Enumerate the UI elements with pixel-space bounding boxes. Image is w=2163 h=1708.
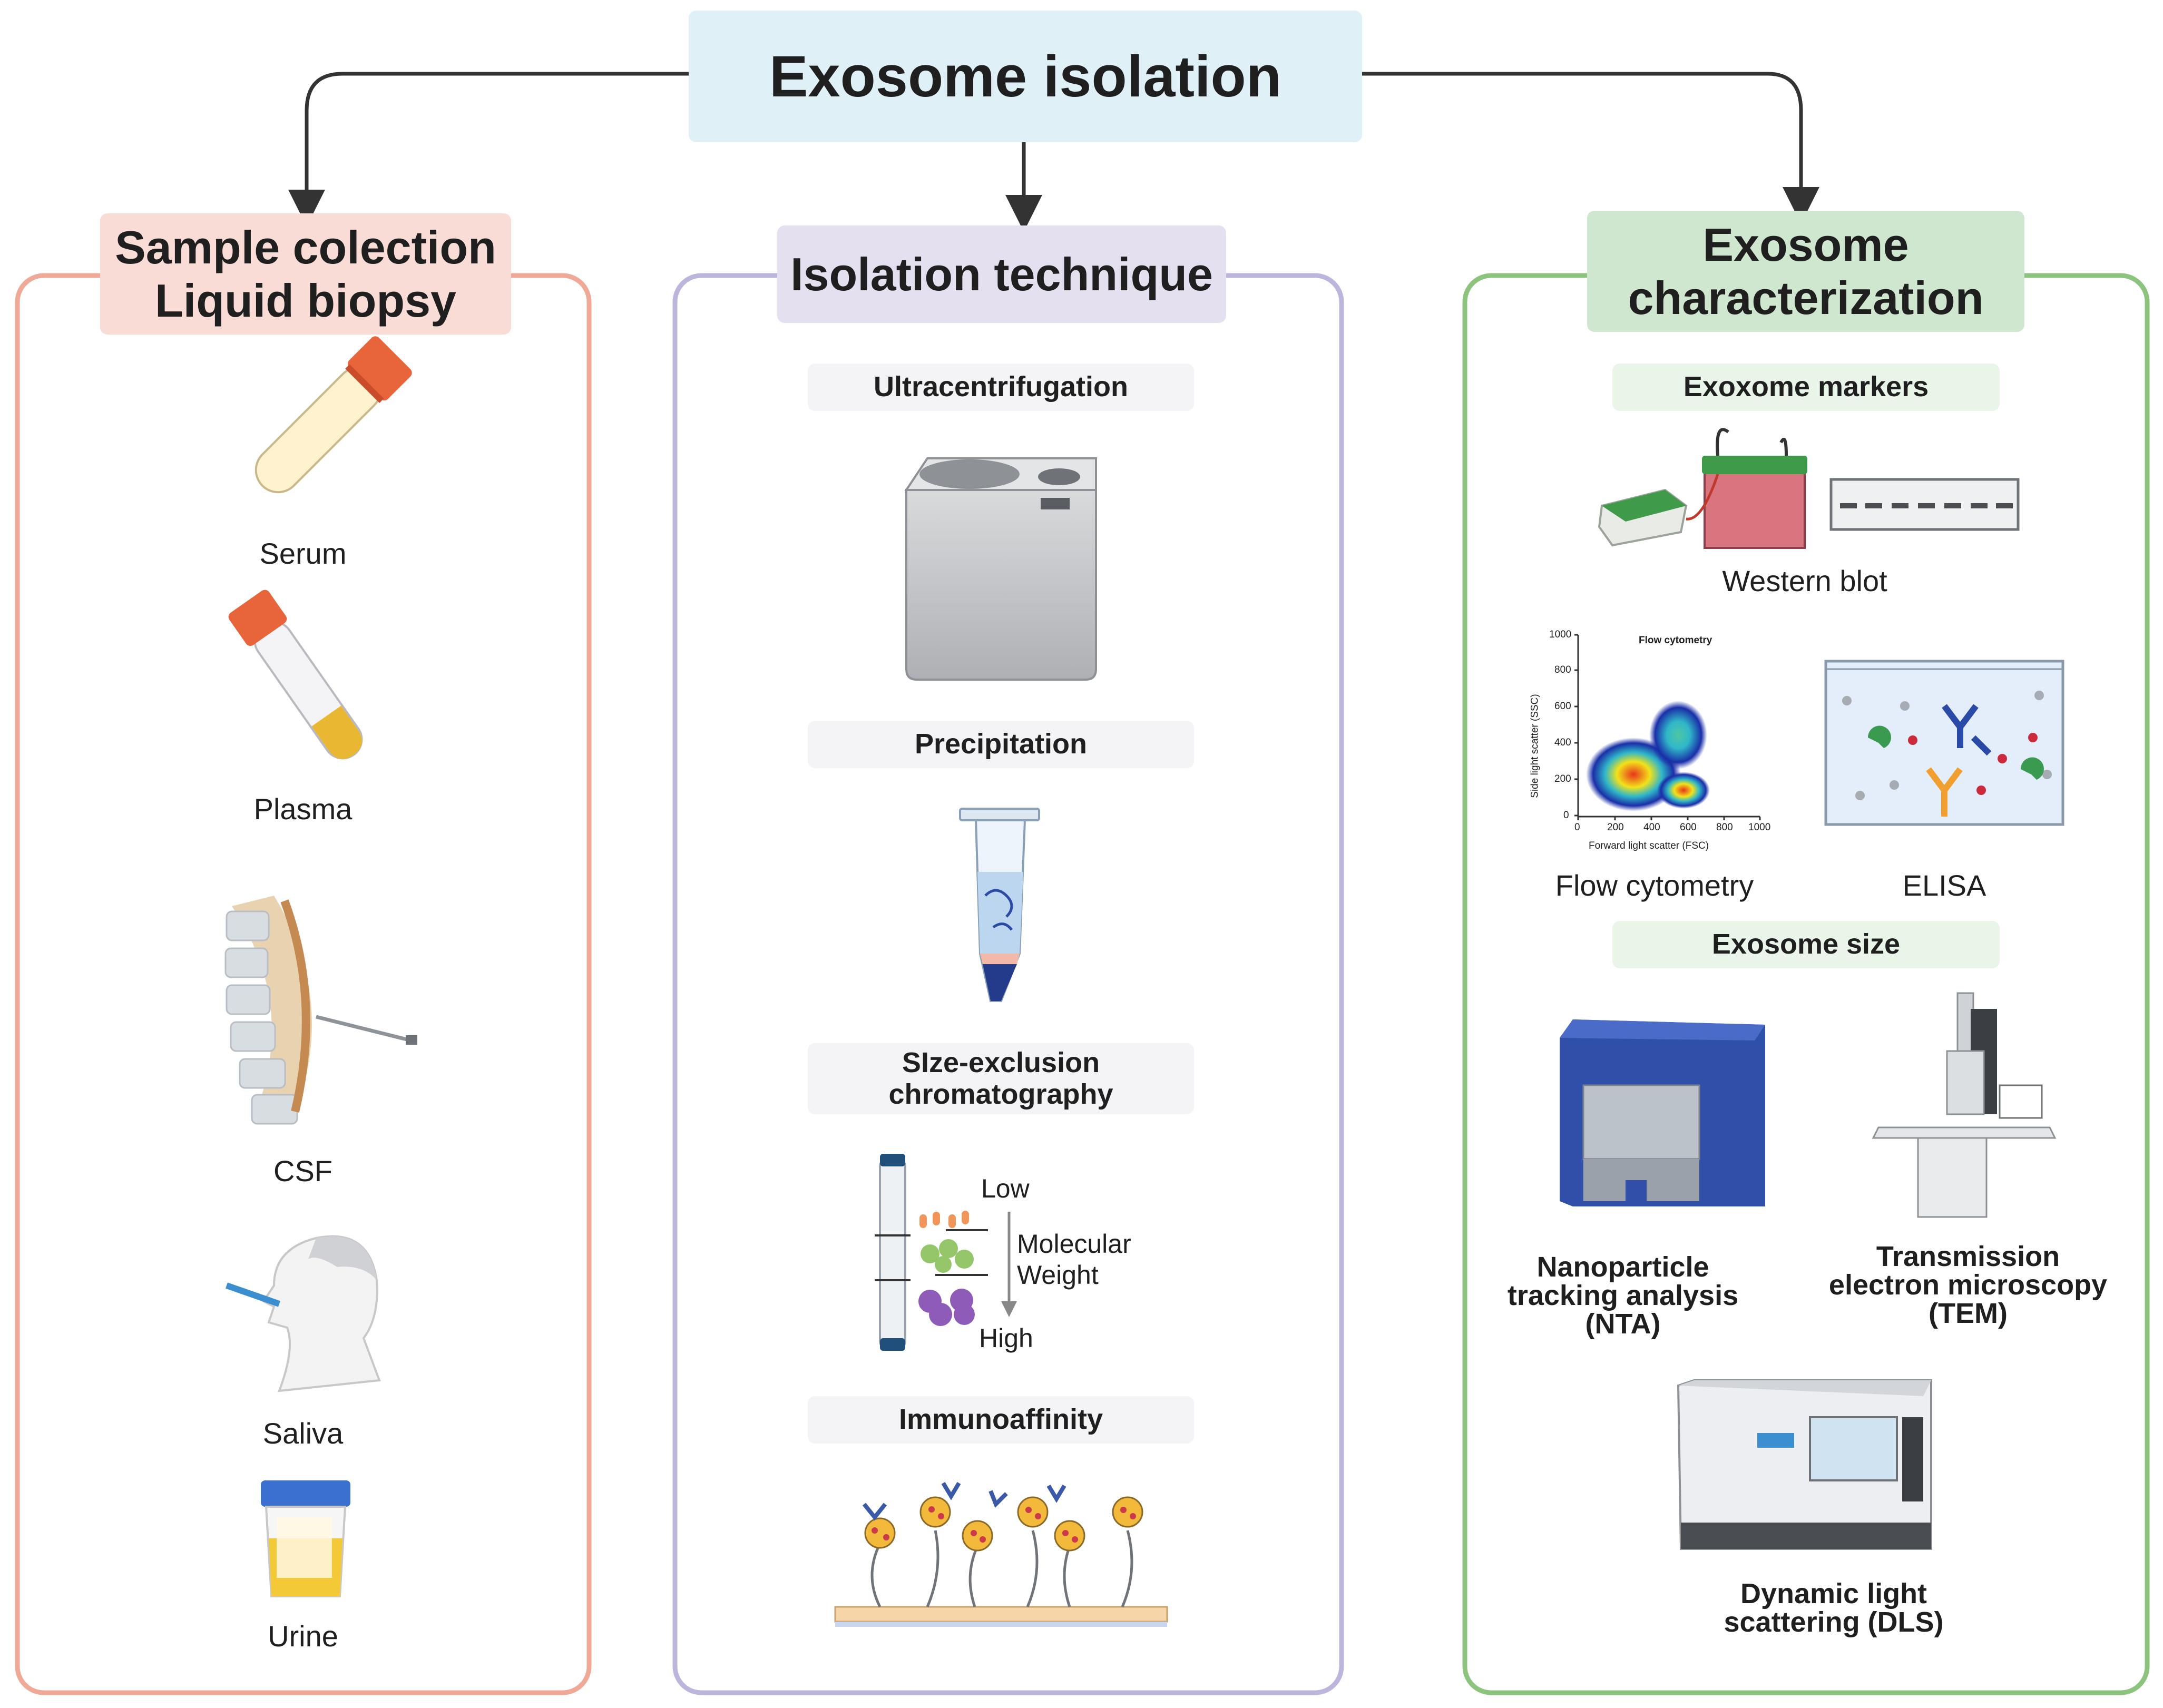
sec-label-mw-line1: Molecular — [1017, 1229, 1131, 1259]
immunoaffinity-icon — [834, 1481, 1168, 1627]
flow-plot-ytick: 600 — [1554, 701, 1571, 712]
sample-label-plasma: Plasma — [253, 792, 353, 826]
characterization-title-line2: characterization — [1628, 272, 1984, 324]
label-nta-line3: (NTA) — [1585, 1308, 1661, 1340]
isolation-title-text: Isolation technique — [790, 248, 1213, 300]
sec-column-icon — [875, 1154, 1017, 1351]
step-precipitation-label: Precipitation — [914, 728, 1088, 760]
flow-plot-xtick: 1000 — [1748, 822, 1771, 833]
label-dls-line1: Dynamic light — [1740, 1578, 1927, 1609]
nta-instrument-icon — [1560, 1019, 1765, 1206]
characterization-title-line1: Exosome — [1702, 218, 1909, 271]
size-header: Exosome size — [1612, 921, 2000, 968]
sample-label-csf: CSF — [273, 1154, 332, 1187]
flow-plot-ylabel: Side light scatter (SSC) — [1529, 694, 1541, 798]
label-tem-line2: electron microscopy — [1828, 1269, 2108, 1301]
step-sec-line1: SIze-exclusion — [902, 1047, 1100, 1079]
centrifuge-icon — [904, 457, 1097, 681]
flow-cytometry-plot — [1574, 634, 1761, 820]
sec-label-low: Low — [981, 1174, 1030, 1203]
step-ultracentrifugation-label: Ultracentrifugation — [873, 371, 1129, 403]
label-nta-line1: Nanoparticle — [1536, 1251, 1709, 1283]
label-dls-line2: scattering (DLS) — [1724, 1606, 1944, 1638]
step-ultracentrifugation: Ultracentrifugation — [808, 364, 1194, 411]
label-dls: Dynamic light scattering (DLS) — [1676, 1579, 1992, 1636]
flow-plot-xtick: 400 — [1643, 822, 1660, 833]
label-flow-cytometry: Flow cytometry — [1555, 869, 1754, 902]
isolation-column-title: Isolation technique — [777, 225, 1226, 323]
characterization-column-title: Exosome characterization — [1587, 211, 2024, 332]
markers-header: Exoxome markers — [1612, 364, 2000, 411]
saliva-person-icon — [226, 1235, 381, 1392]
flow-plot-xtick: 800 — [1716, 822, 1733, 833]
markers-header-label: Exoxome markers — [1683, 371, 1929, 403]
sample-title-line2: Liquid biopsy — [155, 274, 456, 327]
sample-title-line1: Sample colection — [115, 221, 496, 273]
flow-plot-ytick: 0 — [1563, 810, 1569, 821]
main-title-text: Exosome isolation — [769, 44, 1281, 109]
label-tem: Transmission electron microscopy (TEM) — [1815, 1242, 2121, 1328]
step-precipitation: Precipitation — [808, 721, 1194, 768]
sec-label-mw-line2: Weight — [1017, 1260, 1099, 1290]
arrow-to-sample — [288, 72, 689, 227]
step-immunoaffinity-label: Immunoaffinity — [899, 1403, 1103, 1436]
step-immunoaffinity: Immunoaffinity — [808, 1396, 1194, 1444]
step-size-exclusion: SIze-exclusion chromatography — [808, 1043, 1194, 1114]
label-western-blot: Western blot — [1722, 564, 1887, 597]
western-blot-icon — [1598, 428, 2020, 549]
label-tem-line3: (TEM) — [1929, 1298, 2008, 1329]
label-tem-line1: Transmission — [1876, 1241, 2060, 1272]
flow-plot-ytick: 1000 — [1549, 629, 1572, 640]
step-sec-line2: chromatography — [888, 1078, 1113, 1110]
flow-plot-xlabel: Forward light scatter (FSC) — [1589, 840, 1709, 851]
tem-microscope-icon — [1872, 992, 2057, 1218]
sample-label-saliva: Saliva — [262, 1417, 344, 1450]
size-header-label: Exosome size — [1711, 928, 1901, 960]
flow-plot-ytick: 400 — [1554, 737, 1571, 748]
elisa-well-icon — [1824, 660, 2064, 826]
precipitation-tube-icon — [959, 808, 1040, 1002]
flow-plot-title: Flow cytometry — [1639, 635, 1712, 646]
sec-label-high: High — [979, 1323, 1033, 1353]
flow-plot-ytick: 800 — [1554, 664, 1571, 675]
sample-column-title: Sample colection Liquid biopsy — [100, 213, 511, 335]
label-nta: Nanoparticle tracking analysis (NTA) — [1491, 1253, 1755, 1338]
flow-plot-xtick: 200 — [1607, 822, 1624, 833]
arrow-to-characterization — [1362, 72, 1819, 224]
sample-label-urine: Urine — [268, 1619, 338, 1653]
spine-icon — [224, 896, 417, 1125]
main-title: Exosome isolation — [689, 11, 1362, 142]
flow-plot-ytick: 200 — [1554, 773, 1571, 784]
flow-plot-xtick: 0 — [1574, 822, 1580, 833]
label-elisa: ELISA — [1902, 869, 1986, 902]
urine-cup-icon — [261, 1480, 350, 1597]
plasma-tube-icon — [228, 590, 363, 760]
flow-plot-xtick: 600 — [1680, 822, 1697, 833]
sample-label-serum: Serum — [259, 537, 347, 570]
dls-instrument-icon — [1677, 1379, 1932, 1550]
serum-tube-icon — [255, 336, 412, 494]
label-nta-line2: tracking analysis — [1507, 1280, 1739, 1311]
